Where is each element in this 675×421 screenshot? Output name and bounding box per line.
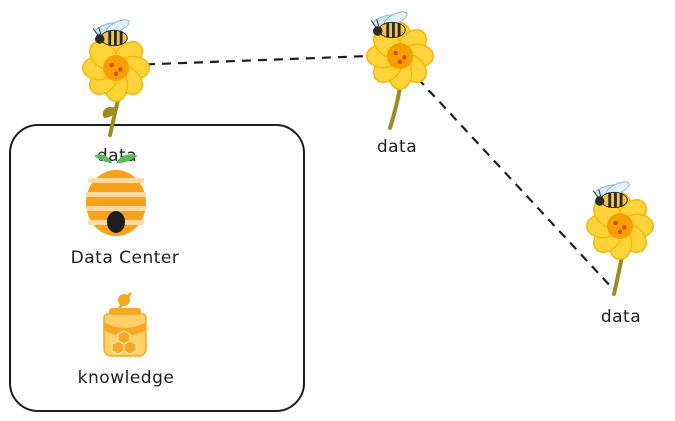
bee-icon <box>592 178 632 209</box>
flower-label-3: data <box>601 307 641 327</box>
beehive-icon <box>86 154 146 236</box>
knowledge-label: knowledge <box>78 368 175 388</box>
flower-label-2: data <box>377 137 417 157</box>
flower-node-2[interactable]: data <box>365 8 435 157</box>
data-center-node[interactable]: Data Center <box>71 154 180 268</box>
knowledge-node[interactable]: knowledge <box>78 292 175 388</box>
honey-jar-icon <box>103 292 147 357</box>
bee-icon <box>92 16 132 47</box>
connector-flower-1-to-2 <box>129 53 397 67</box>
data-center-label: Data Center <box>71 248 180 268</box>
leaf-icon <box>102 106 116 118</box>
connector-flower-2-to-3 <box>395 54 615 291</box>
flower-node-3[interactable]: data <box>585 178 655 327</box>
group-container <box>9 124 305 412</box>
flower-node-1[interactable]: data <box>81 16 151 166</box>
